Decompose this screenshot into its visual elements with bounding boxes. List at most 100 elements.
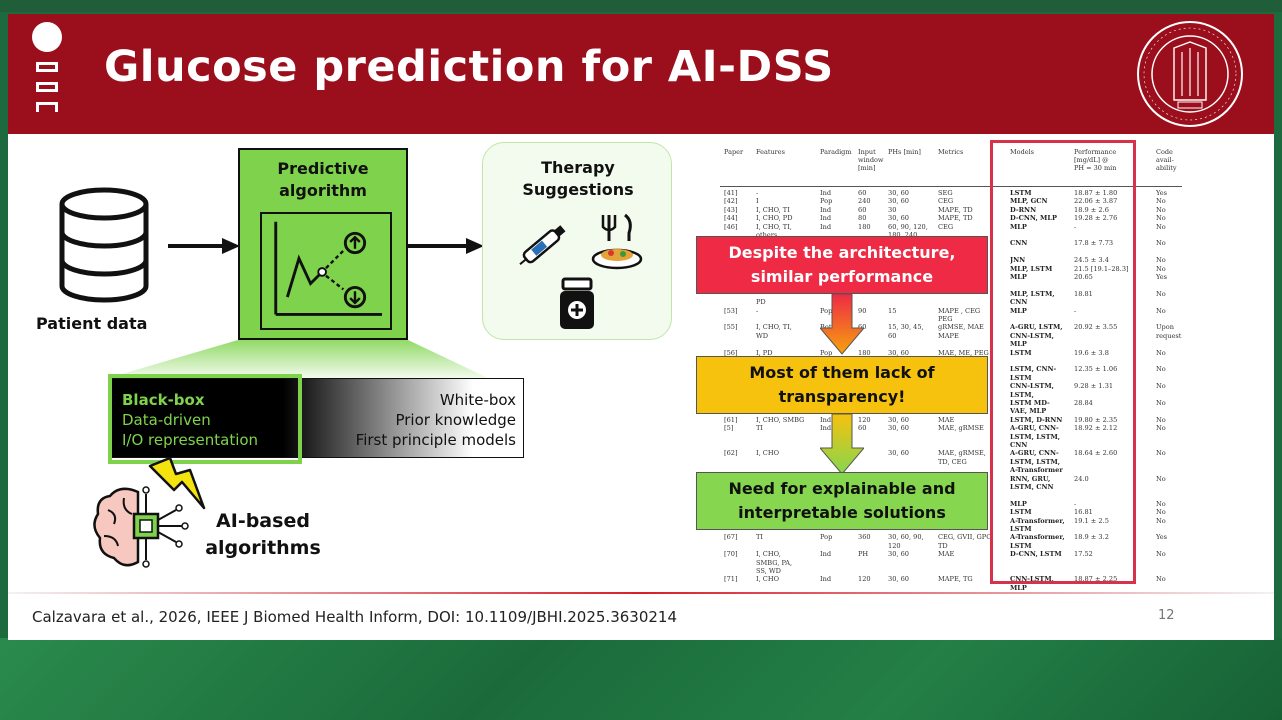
header-performance: Performance [mg/dL] @ PH = 30 min bbox=[1074, 148, 1117, 172]
table-cell-paradigm: Pop bbox=[820, 197, 833, 206]
table-cell-perf: 9.28 ± 1.31 bbox=[1074, 382, 1114, 391]
table-cell-models: CNN-LSTM, bbox=[1010, 382, 1054, 391]
slide-header: Glucose prediction for AI-DSS bbox=[8, 14, 1274, 134]
table-cell-paper: [42] bbox=[724, 197, 738, 206]
table-row: MLP bbox=[712, 340, 1186, 349]
table-cell-models: MLP, GCN bbox=[1010, 197, 1048, 206]
table-cell-models: MLP bbox=[1010, 273, 1027, 281]
table-row: CNN bbox=[712, 441, 1186, 450]
table-cell-models: A-Transformer, bbox=[1010, 516, 1065, 525]
table-row: MLP-No bbox=[712, 500, 1186, 509]
table-cell-code: No bbox=[1156, 499, 1166, 508]
table-cell-code: No bbox=[1156, 306, 1166, 315]
table-cell-code: No bbox=[1156, 415, 1166, 424]
table-cell-features: PD bbox=[756, 298, 766, 307]
table-cell-models: MLP bbox=[1010, 222, 1027, 231]
table-cell-ph: 30, 60 bbox=[888, 189, 909, 197]
table-cell-perf: 24.5 ± 3.4 bbox=[1074, 256, 1109, 265]
table-cell-code: No bbox=[1156, 365, 1166, 374]
table-cell-models: A-GRU, CNN- bbox=[1010, 424, 1059, 433]
models-performance-highlight bbox=[990, 140, 1136, 584]
table-cell-metrics: MAPE , CEG bbox=[938, 306, 981, 315]
table-cell-models: D-RNN bbox=[1010, 205, 1037, 214]
table-cell-models: D-CNN, LSTM bbox=[1010, 550, 1062, 559]
university-logo-icon bbox=[30, 22, 64, 126]
table-cell-perf: 18.9 ± 2.6 bbox=[1074, 205, 1109, 214]
table-cell-paper: [70] bbox=[724, 550, 738, 559]
table-cell-models: JNN bbox=[1010, 256, 1026, 265]
table-cell-models: LSTM, LSTM, bbox=[1010, 432, 1061, 441]
footer-divider bbox=[8, 592, 1274, 594]
citation: Calzavara et al., 2026, IEEE J Biomed He… bbox=[32, 608, 678, 626]
table-cell-input: PH bbox=[858, 550, 869, 559]
table-cell-code: Yes bbox=[1156, 189, 1168, 197]
arrow-down-icon bbox=[820, 414, 864, 475]
predictive-algorithm-box: Predictive algorithm bbox=[238, 148, 408, 340]
table-cell-ph: 15 bbox=[888, 306, 897, 315]
table-cell-metrics: CEG bbox=[938, 222, 954, 231]
table-cell-input: 60 bbox=[858, 424, 867, 433]
table-cell-ph: 30, 60 bbox=[888, 424, 909, 433]
table-cell-paradigm: Pop bbox=[820, 533, 833, 542]
table-cell-input: 90 bbox=[858, 306, 867, 315]
therapy-suggestions-box: Therapy Suggestions bbox=[482, 142, 672, 340]
slide-title: Glucose prediction for AI-DSS bbox=[104, 42, 834, 92]
table-cell-ph: 30, 60, 90, bbox=[888, 533, 924, 542]
table-cell-code: Upon bbox=[1156, 323, 1174, 332]
table-cell-input: 60 bbox=[858, 205, 867, 214]
table-cell-features: others bbox=[756, 231, 778, 239]
table-cell-code: No bbox=[1156, 256, 1166, 265]
table-cell-models: LSTM bbox=[1010, 348, 1032, 357]
table-row: VAE, MLP bbox=[712, 407, 1186, 416]
table-cell-input: 240 bbox=[858, 197, 871, 206]
table-cell-models: CNN-LSTM, bbox=[1010, 331, 1054, 340]
table-row: LSTM, CNN bbox=[712, 483, 1186, 492]
header-paradigm: Paradigm bbox=[820, 148, 852, 156]
table-cell-features: - bbox=[756, 189, 759, 197]
table-row: LSTM, LSTM, bbox=[712, 433, 1186, 442]
literature-table: Paper Features Paradigm Input window [mi… bbox=[712, 142, 1186, 594]
table-cell-input: 180 bbox=[858, 348, 871, 357]
table-cell-perf: 20.92 ± 3.55 bbox=[1074, 323, 1118, 332]
table-cell-features: I, CHO, TI bbox=[756, 205, 790, 214]
table-cell-input: 120 bbox=[858, 415, 871, 424]
table-cell-code: No bbox=[1156, 222, 1166, 231]
table-cell-ph: 60 bbox=[888, 331, 897, 340]
table-cell-models: LSTM MD- bbox=[1010, 399, 1050, 407]
table-cell-perf: 17.8 ± 7.73 bbox=[1074, 239, 1114, 248]
table-cell-metrics: TD, CEG bbox=[938, 457, 967, 466]
table-cell-code: No bbox=[1156, 449, 1166, 458]
table-cell-code: Yes bbox=[1156, 533, 1168, 542]
table-cell-paper: [44] bbox=[724, 214, 738, 223]
callout-lack-transparency: Most of them lack of transparency! bbox=[696, 356, 988, 414]
table-row: A-Transformer bbox=[712, 466, 1186, 475]
model-spectrum-bar bbox=[108, 378, 524, 458]
table-cell-code: No bbox=[1156, 516, 1166, 525]
table-cell-models: LSTM, CNN bbox=[1010, 483, 1054, 491]
table-cell-metrics: TD bbox=[938, 541, 948, 550]
table-cell-models: LSTM bbox=[1010, 508, 1032, 517]
table-cell-ph: 30, 60 bbox=[888, 550, 909, 559]
table-cell-perf: 12.35 ± 1.06 bbox=[1074, 365, 1118, 374]
table-cell-features: I, CHO, SMBG bbox=[756, 415, 805, 424]
table-cell-metrics: gRMSE, MAE bbox=[938, 323, 984, 332]
background-bottom bbox=[0, 638, 1282, 720]
table-cell-models: VAE, MLP bbox=[1010, 407, 1047, 416]
table-cell-paradigm: Pop bbox=[820, 348, 833, 357]
table-cell-ph: 60, 90, 120, bbox=[888, 222, 928, 231]
arrow-right-icon bbox=[168, 238, 240, 254]
table-cell-metrics: MAE bbox=[938, 415, 955, 424]
table-cell-perf: - bbox=[1074, 499, 1077, 508]
header-models: Models bbox=[1010, 148, 1034, 156]
